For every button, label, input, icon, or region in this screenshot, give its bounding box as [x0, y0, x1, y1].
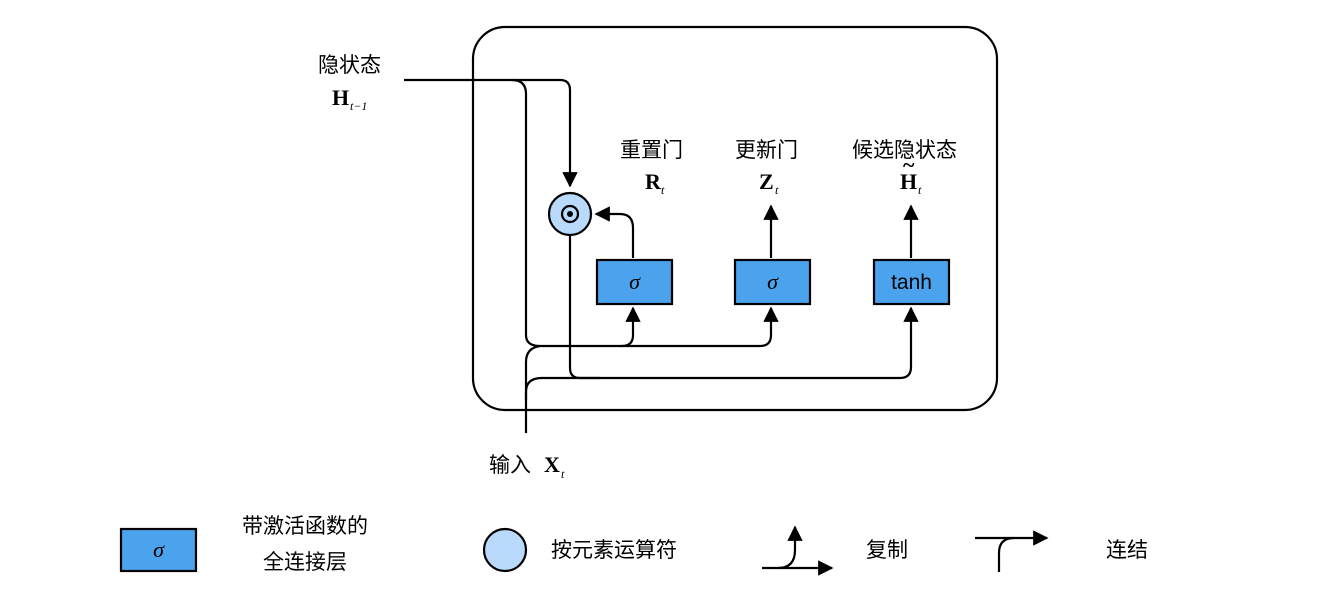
input-symbol: X	[544, 452, 560, 477]
reset-product-wire	[568, 234, 600, 380]
legend-concat-icon	[997, 530, 1049, 572]
gru-cell-frame	[471, 25, 999, 412]
update-gate-symbol: Z	[759, 169, 774, 194]
reset-gate-layer: σ	[595, 258, 674, 306]
legend-op-circle	[482, 527, 528, 573]
update-gate-layer: σ	[733, 258, 812, 306]
hidden-state-subscript: t−1	[350, 99, 367, 113]
hidden-state-label: 隐状态	[318, 53, 381, 77]
candidate-tanh: tanh	[891, 271, 932, 294]
update-gate-subscript: t	[775, 183, 779, 197]
legend-elementwise-label: 按元素运算符	[551, 538, 677, 562]
legend-fc-line1: 带激活函数的	[242, 514, 368, 538]
legend-fc-layer: σ	[119, 527, 198, 573]
reset-to-op-wire	[594, 206, 635, 258]
reset-gate-symbol: R	[645, 169, 662, 194]
candidate-label: 候选隐状态	[852, 138, 957, 162]
legend-copy-branch	[777, 525, 803, 570]
candidate-subscript: t	[918, 183, 922, 197]
legend-concat-label: 连结	[1106, 538, 1148, 562]
update-gate-label: 更新门	[735, 138, 798, 162]
legend-fc-symbol: σ	[153, 537, 165, 562]
input-wire-candidate	[524, 306, 919, 400]
hidden-state-symbol: H	[332, 85, 349, 110]
elementwise-op-node	[547, 191, 593, 237]
hidden-state-wire-copy	[511, 78, 641, 348]
input-label: 输入	[489, 453, 531, 477]
reset-gate-sigma: σ	[629, 269, 641, 294]
reset-gate-subscript: t	[661, 183, 665, 197]
legend: σ 带激活函数的 全连接层 按元素运算符 复制 连结	[119, 514, 1148, 576]
legend-copy-label: 复制	[866, 538, 908, 562]
update-gate-sigma: σ	[767, 269, 779, 294]
legend-fc-line2: 全连接层	[263, 550, 347, 574]
input-wire-main	[524, 344, 541, 433]
candidate-symbol: H	[900, 169, 917, 194]
candidate-tilde: ~	[903, 152, 915, 177]
hidden-state-wire-main	[404, 78, 578, 188]
reset-gate-label: 重置门	[620, 138, 683, 162]
input-subscript: t	[561, 467, 565, 481]
candidate-layer: tanh	[872, 258, 951, 306]
hidden-to-update-wire	[622, 306, 779, 348]
